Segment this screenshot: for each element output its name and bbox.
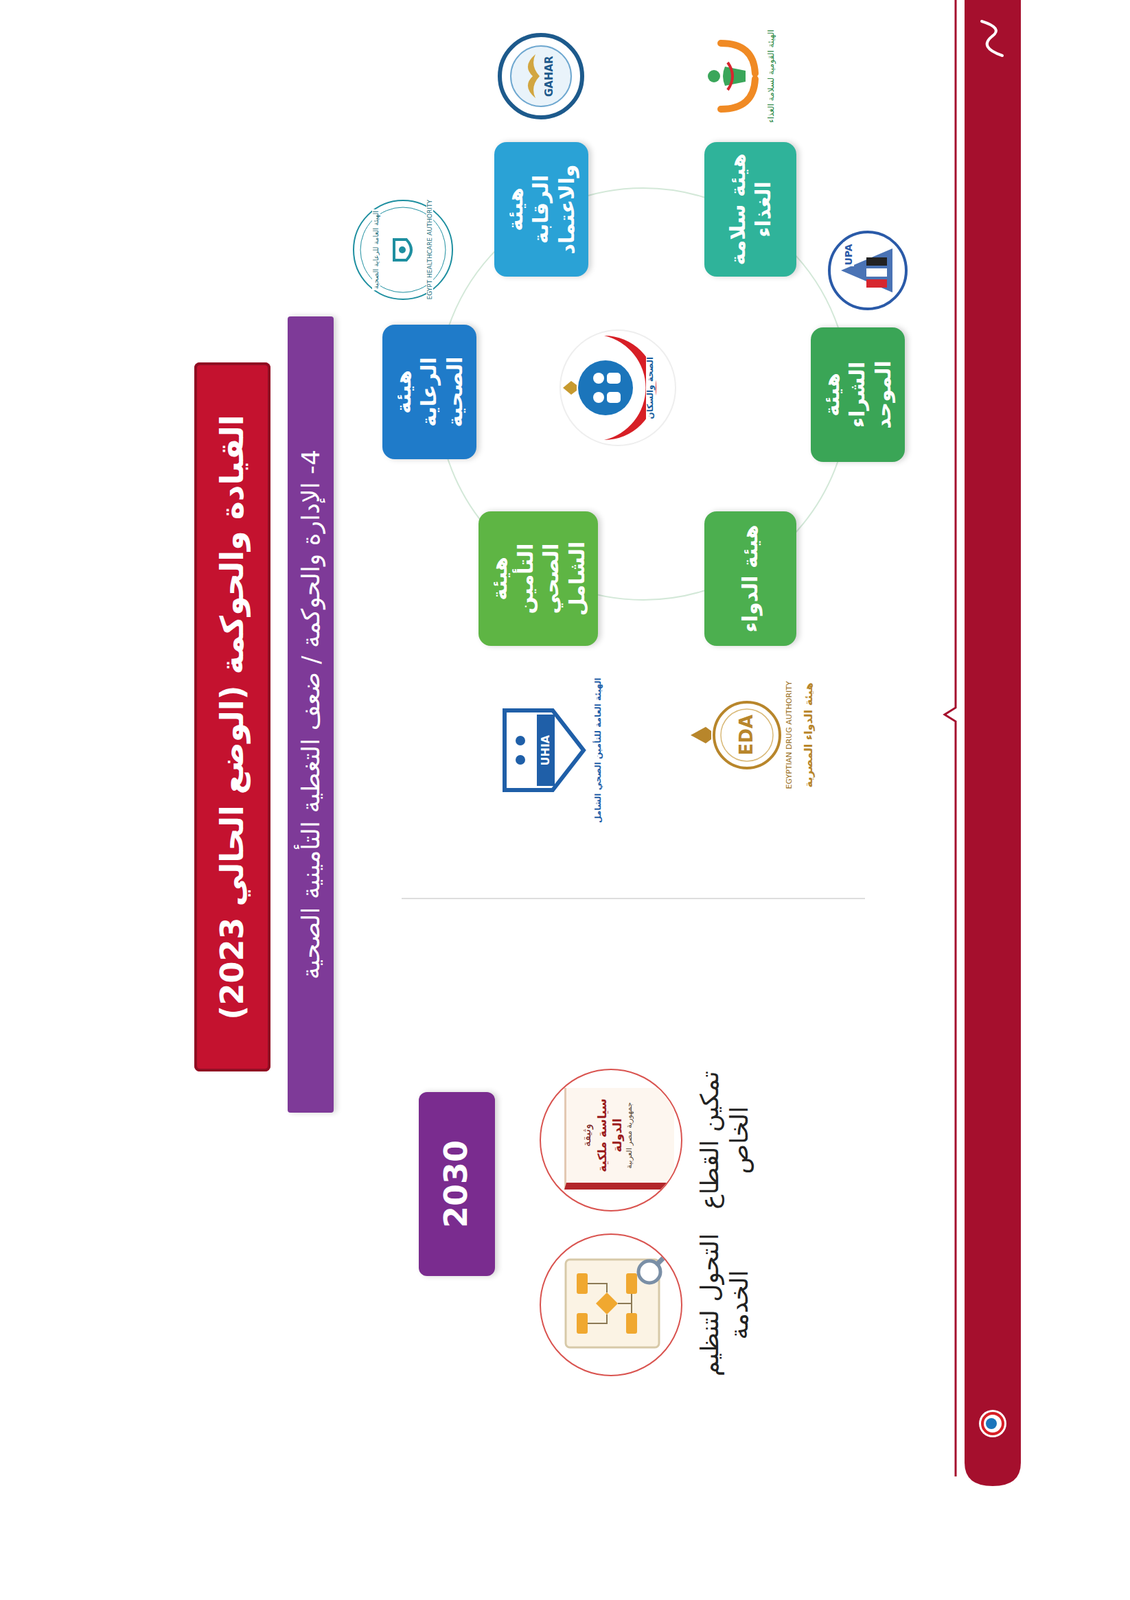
authority-box: هيئة سلامة الغذاء — [704, 142, 797, 277]
document-text: سياسة ملكية الدولة — [594, 1089, 625, 1182]
divider-line — [401, 897, 866, 900]
node-text: هيئة التأمين الصحي الشامل — [486, 522, 590, 636]
uhia-logo — [504, 710, 584, 791]
node-text: هيئة الشراء الموحد — [819, 338, 897, 452]
node-text: 4- الإدارة والحوكمة / ضعف التغطية التأمي… — [295, 449, 327, 980]
eda-logo — [690, 702, 780, 769]
authority-box: هيئة الدواء — [704, 511, 797, 647]
ministry-logo — [560, 330, 676, 446]
document-text: جمهورية مصر العربية — [624, 1102, 635, 1170]
footer-logo — [981, 21, 1003, 56]
footer-bar — [964, 0, 1021, 1487]
authority-box: هيئة الرقابة والاعتماد — [494, 142, 589, 277]
document-text: وثيقة — [580, 1123, 595, 1148]
logo-text: الهيئة العامة للتأمين الصحي الشامل — [593, 676, 604, 825]
logo-text: الهيئة العامة للرعاية الصحية — [372, 209, 381, 291]
bar-line — [944, 0, 956, 1477]
logo-text: GAHAR — [543, 54, 556, 99]
node-text: هيئة سلامة الغذاء — [724, 153, 777, 266]
year-box: 2030 — [418, 1092, 495, 1277]
node-text: 2030 — [436, 1140, 477, 1229]
gahar-logo — [499, 35, 583, 118]
footer-ministry-logo — [978, 1410, 1007, 1438]
logo-text: UPA — [843, 242, 855, 267]
logo-text: EGYPT HEALTHCARE AUTHORITY — [426, 198, 434, 301]
authority-box: هيئة الشراء الموحد — [810, 327, 905, 463]
document-illustration: وثيقةسياسة ملكية الدولةجمهورية مصر العرب… — [564, 1088, 675, 1190]
upa-logo — [829, 232, 907, 309]
node-text: هيئة الدواء — [737, 524, 764, 633]
food-safety-logo — [707, 43, 756, 110]
picture-circle — [539, 1233, 683, 1377]
service-circle: التحول لتنظيم الخدمة — [539, 1227, 754, 1383]
logo-text: EDA — [736, 713, 758, 757]
subtitle-band: 4- الإدارة والحوكمة / ضعف التغطية التأمي… — [287, 316, 334, 1113]
circle-caption: تمكين القطاع الخاص — [694, 1062, 754, 1218]
policy-circle: وثيقةسياسة ملكية الدولةجمهورية مصر العرب… — [539, 1062, 754, 1218]
logo-text: هيئة الدواء المصرية — [802, 681, 815, 790]
node-text: هيئة الرقابة والاعتماد — [502, 153, 581, 266]
picture-circle: وثيقةسياسة ملكية الدولةجمهورية مصر العرب… — [539, 1068, 683, 1212]
authority-box: هيئة الرعاية الصحية — [382, 324, 477, 460]
flowchart-illustration — [540, 1233, 683, 1376]
node-text: هيئة الرعاية الصحية — [390, 335, 469, 449]
logo-text: UHIA — [539, 733, 552, 768]
circle-caption: التحول لتنظيم الخدمة — [694, 1227, 754, 1383]
logo-text: الهيئة القومية لسلامة الغذاء — [766, 28, 777, 125]
logo-text: EGYPTIAN DRUG AUTHORITY — [785, 679, 795, 791]
title-banner: القيادة والحوكمة (الوضع الحالي 2023) — [194, 363, 271, 1073]
authority-box: هيئة التأمين الصحي الشامل — [478, 511, 598, 647]
healthcare-authority-logo — [353, 200, 453, 300]
logo-text: الصحة والسكان — [646, 355, 656, 421]
